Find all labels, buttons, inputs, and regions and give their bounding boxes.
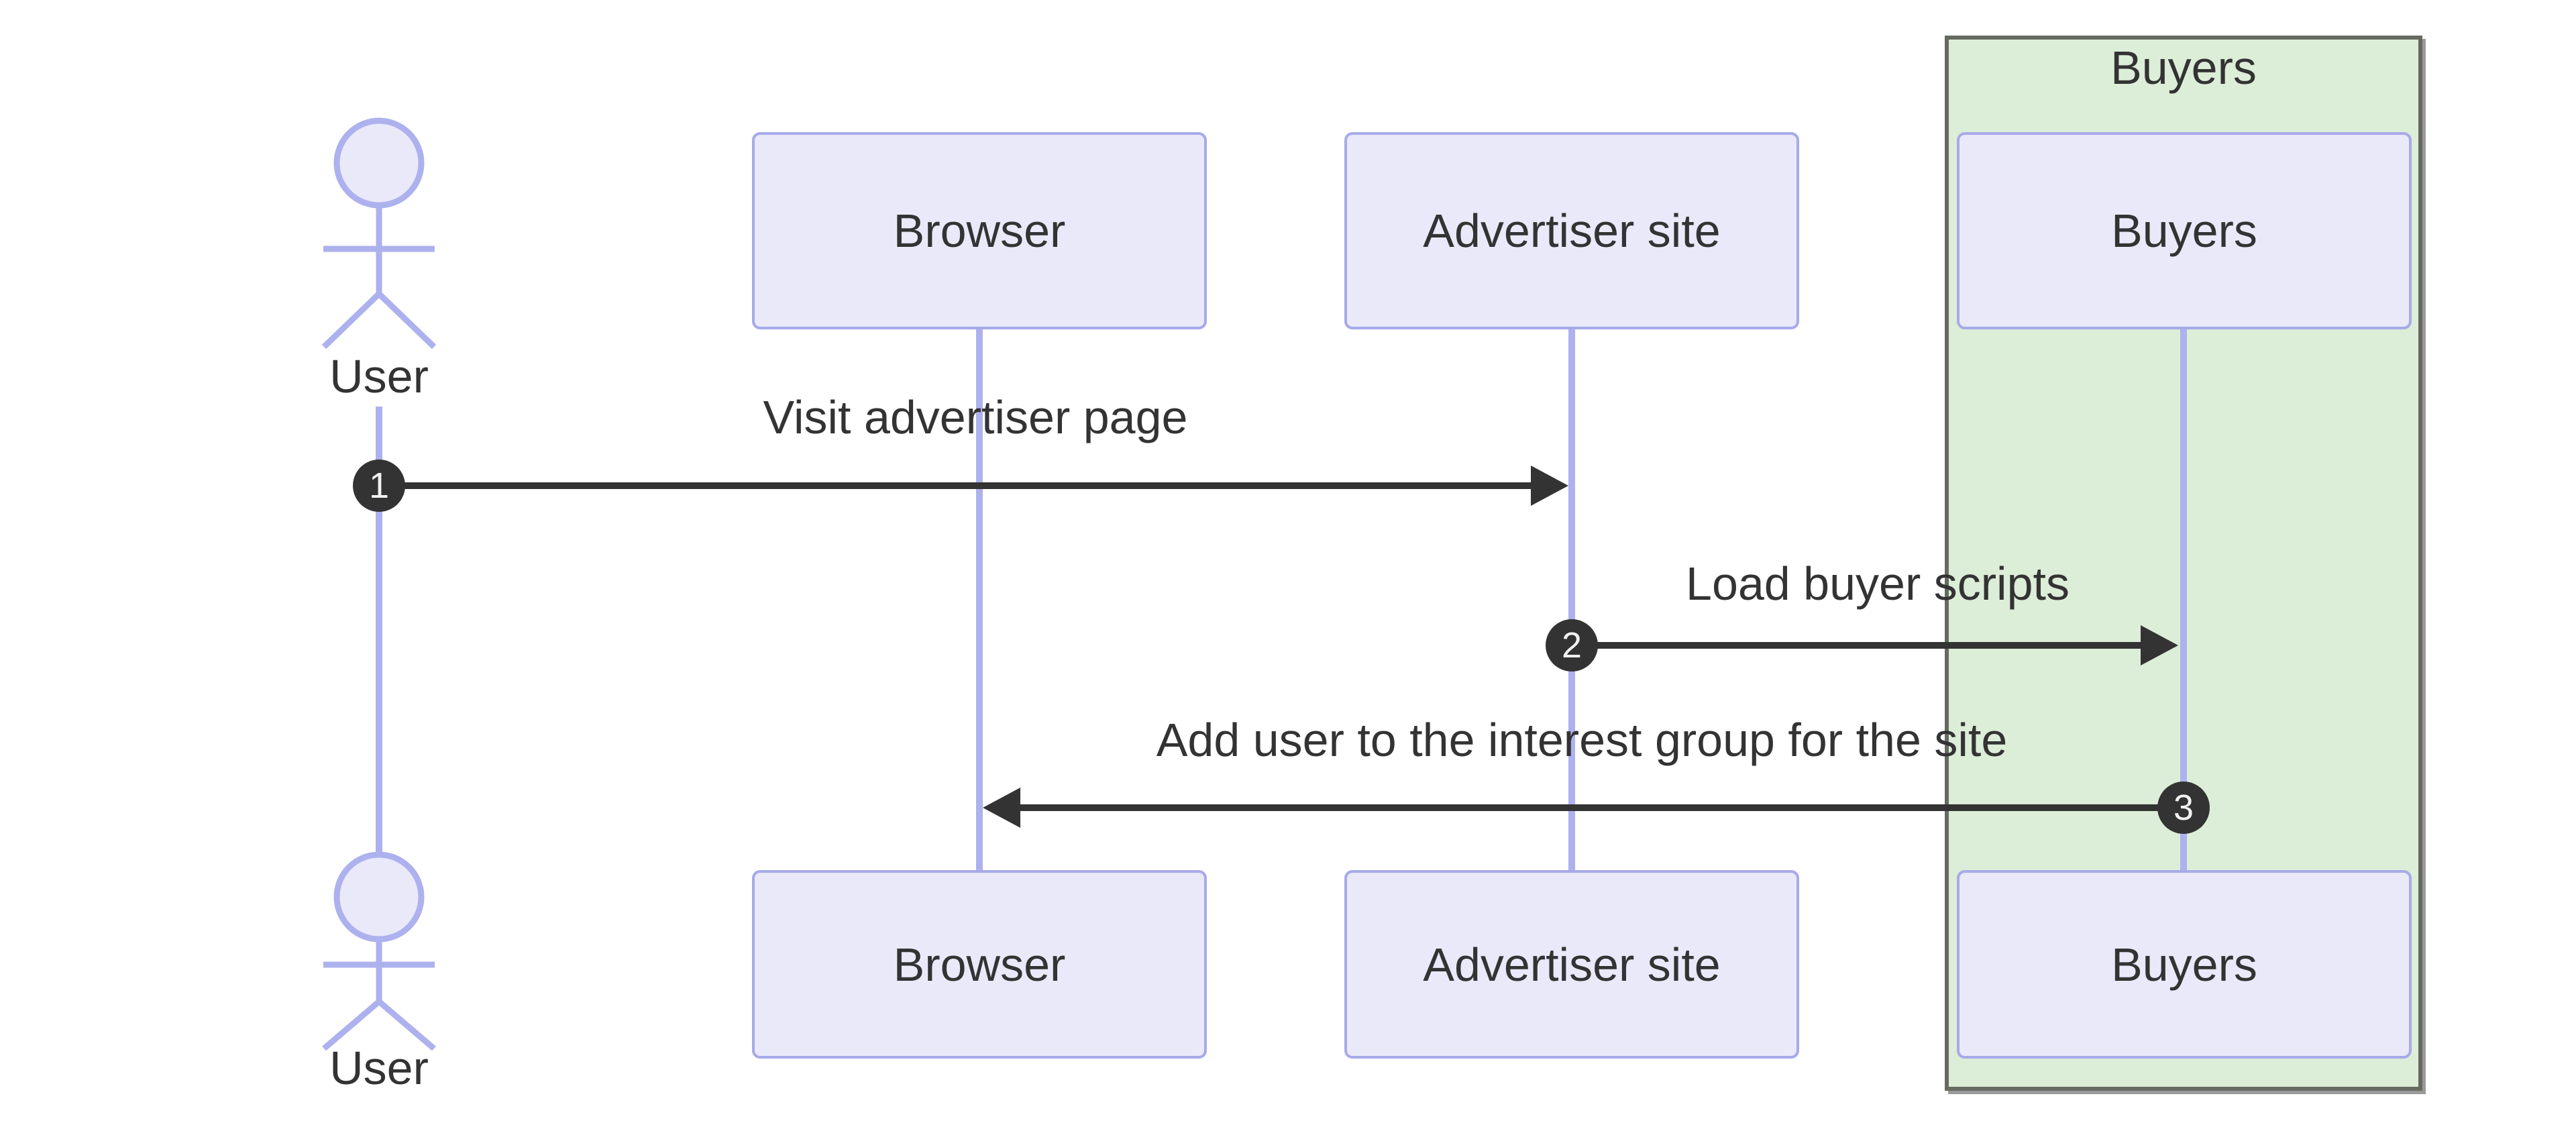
participant-box-advertiser-site-top: Advertiser site [1344, 132, 1799, 329]
user-actor-figure-bottom [322, 851, 436, 1051]
participant-box-browser-bottom: Browser [752, 870, 1207, 1059]
participant-label: Advertiser site [1423, 205, 1721, 257]
actor-leg-left [321, 291, 382, 350]
participant-label: Buyers [2111, 938, 2257, 991]
message-label-3: Add user to the interest group for the s… [1156, 714, 2008, 766]
user-actor-figure-top [321, 117, 437, 350]
user-actor-label-bottom: User [329, 1042, 429, 1094]
participant-box-buyers-bottom: Buyers [1957, 870, 2412, 1059]
participant-label: Browser [893, 205, 1066, 257]
arrowhead-left-icon [983, 788, 1020, 828]
participant-box-buyers-top: Buyers [1957, 132, 2412, 329]
actor-head [333, 117, 425, 209]
actor-leg-right [376, 291, 437, 350]
message-arrow-1 [379, 466, 1568, 506]
participant-label: Browser [893, 938, 1066, 991]
participant-label: Buyers [2111, 205, 2257, 257]
participant-box-browser-top: Browser [752, 132, 1207, 329]
arrowhead-right-icon [1531, 466, 1568, 506]
buyers-group-label: Buyers [2110, 42, 2257, 94]
sequence-number-badge-3: 3 [2157, 782, 2210, 834]
message-label-2: Load buyer scripts [1686, 557, 2070, 610]
message-label-1: Visit advertiser page [763, 391, 1188, 443]
participant-box-advertiser-site-bottom: Advertiser site [1344, 870, 1799, 1059]
participant-label: Advertiser site [1423, 938, 1721, 991]
actor-head [333, 851, 425, 943]
sequence-number-badge-1: 1 [353, 460, 405, 512]
user-actor-label-top: User [329, 350, 429, 403]
sequence-number-badge-2: 2 [1546, 619, 1598, 672]
